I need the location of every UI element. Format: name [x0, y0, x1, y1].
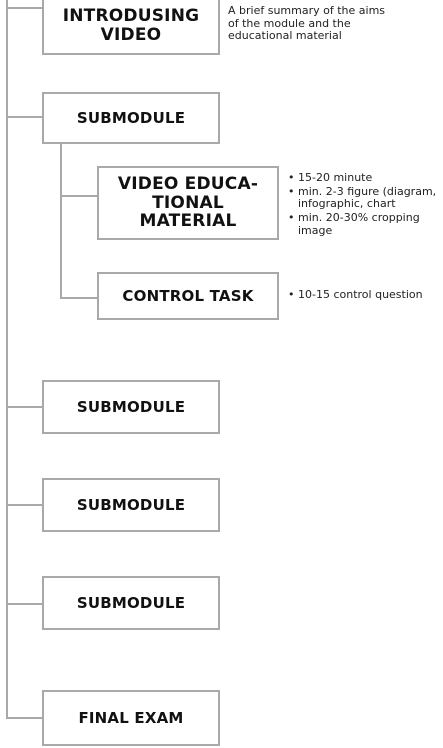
submodule-label-2: SUBMODULE: [76, 397, 186, 416]
submodule-box-1: SUBMODULE: [42, 92, 220, 144]
connector-submodule-1: [6, 116, 42, 118]
connector-final-exam: [6, 717, 42, 719]
submodule-box-2: SUBMODULE: [42, 380, 220, 434]
bullet-icon: •: [288, 210, 295, 224]
intro-video-box: INTRODUSING VIDEO: [42, 0, 220, 55]
connector-video-material: [60, 195, 98, 197]
secondary-vertical-connector: [60, 143, 62, 298]
submodule-label-3: SUBMODULE: [76, 495, 186, 514]
note-item-text: min. 20-30% cropping image: [298, 210, 420, 237]
bullet-icon: •: [288, 184, 295, 198]
note-item: • min. 2-3 figure (diagram, infographic,…: [288, 184, 440, 211]
submodule-label-1: SUBMODULE: [76, 108, 186, 127]
submodule-box-3: SUBMODULE: [42, 478, 220, 532]
connector-submodule-3: [6, 504, 42, 506]
video-material-label: VIDEO EDUCA-TIONAL MATERIAL: [117, 173, 259, 232]
video-material-box: VIDEO EDUCA-TIONAL MATERIAL: [97, 166, 279, 240]
intro-note: A brief summary of the aims of the modul…: [228, 4, 388, 43]
bullet-icon: •: [288, 171, 295, 184]
note-item-text: min. 2-3 figure (diagram, infographic, c…: [298, 184, 437, 211]
control-task-notes: • 10-15 control question: [288, 288, 440, 303]
note-item-text: 15-20 minute: [298, 171, 373, 184]
note-item: • min. 20-30% cropping image: [288, 210, 440, 237]
main-vertical-connector: [6, 0, 8, 718]
intro-note-text: A brief summary of the aims of the modul…: [228, 4, 386, 43]
note-item: • 15-20 minute: [288, 171, 440, 185]
intro-video-label: INTRODUSING VIDEO: [62, 5, 200, 45]
bullet-icon: •: [288, 288, 295, 301]
connector-intro: [6, 7, 42, 9]
submodule-box-4: SUBMODULE: [42, 576, 220, 630]
connector-control-task: [60, 297, 98, 299]
final-exam-label: FINAL EXAM: [78, 708, 184, 727]
note-item-text: 10-15 control question: [298, 288, 423, 301]
final-exam-box: FINAL EXAM: [42, 690, 220, 746]
connector-submodule-2: [6, 406, 42, 408]
submodule-label-4: SUBMODULE: [76, 593, 186, 612]
video-material-notes: • 15-20 minute • min. 2-3 figure (diagra…: [288, 171, 440, 238]
control-task-label: CONTROL TASK: [122, 286, 254, 305]
connector-submodule-4: [6, 603, 42, 605]
note-item: • 10-15 control question: [288, 288, 440, 302]
control-task-box: CONTROL TASK: [97, 272, 279, 320]
